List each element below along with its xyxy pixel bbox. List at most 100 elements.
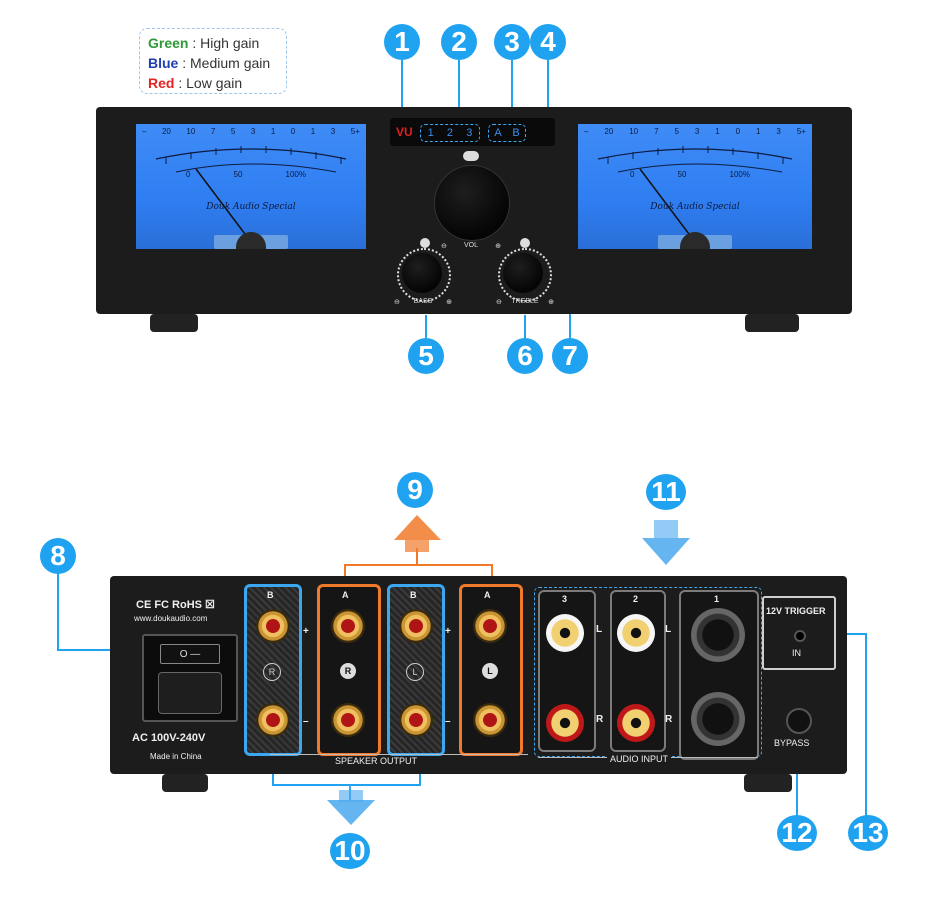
- trigger-label: 12V TRIGGER: [766, 606, 826, 616]
- plus-mark: +: [303, 626, 309, 637]
- power-inlet-module: O —: [142, 634, 238, 722]
- volume-knob[interactable]: [434, 165, 510, 241]
- front-foot-left: [150, 314, 198, 332]
- binding-post-positive[interactable]: [331, 609, 365, 643]
- speaker-a-left-group: A L: [459, 584, 523, 756]
- callout-4: 4: [530, 24, 566, 60]
- callout-1: 1: [384, 24, 420, 60]
- legend-item-blue: Blue : Medium gain: [148, 55, 271, 71]
- callout-8: 8: [40, 538, 76, 574]
- bass-mode-icon: [420, 238, 430, 248]
- speaker-label: A: [484, 590, 491, 600]
- rca-input-3-left[interactable]: [546, 614, 584, 652]
- meter-needle-base: [680, 232, 710, 249]
- binding-post-positive[interactable]: [399, 609, 433, 643]
- callout-12: 12: [777, 815, 817, 851]
- audio-input-label: AUDIO INPUT: [607, 754, 672, 764]
- meter-needle-base: [236, 232, 266, 249]
- legend-item-green: Green : High gain: [148, 35, 260, 51]
- iec-socket[interactable]: [158, 672, 222, 714]
- callout-13: 13: [848, 815, 888, 851]
- input-1-box: 1: [679, 590, 759, 760]
- callout-5: 5: [408, 338, 444, 374]
- input-3-box: 3: [538, 590, 596, 752]
- binding-post-negative[interactable]: [473, 703, 507, 737]
- callout-11: 11: [646, 474, 686, 510]
- channel-mark: L: [406, 663, 424, 681]
- xlr-input-left[interactable]: [691, 608, 745, 662]
- input-2-box: 2: [610, 590, 666, 752]
- speaker-b-left-group: B L: [387, 584, 445, 756]
- callout-10: 10: [330, 833, 370, 869]
- bass-knob[interactable]: [402, 253, 442, 293]
- channel-l-label: L: [665, 624, 672, 635]
- front-foot-right: [745, 314, 799, 332]
- channel-r-label: R: [596, 714, 604, 725]
- binding-post-positive[interactable]: [473, 609, 507, 643]
- treble-knob[interactable]: [503, 253, 543, 293]
- legend-item-red: Red : Low gain: [148, 75, 243, 91]
- rear-panel: CE FC RoHS ☒ www.doukaudio.com O — AC 10…: [110, 576, 847, 774]
- gain-legend: Green : High gain Blue : Medium gain Red…: [139, 28, 287, 94]
- minus-mark: –: [445, 716, 451, 727]
- speaker-label: A: [342, 590, 349, 600]
- xlr-input-right[interactable]: [691, 692, 745, 746]
- treble-mode-icon: [520, 238, 530, 248]
- channel-r-label: R: [665, 714, 673, 725]
- bypass-button[interactable]: [786, 708, 812, 734]
- meter-brand: Douk Audio Special: [650, 202, 740, 212]
- vu-indicator: VU: [396, 125, 413, 139]
- input-number: 1: [714, 594, 720, 604]
- input-number: 3: [562, 594, 568, 604]
- minus-mark: –: [303, 716, 309, 727]
- callout-2: 2: [441, 24, 477, 60]
- bass-scale-dots: [397, 248, 451, 302]
- binding-post-negative[interactable]: [399, 703, 433, 737]
- speaker-label: B: [267, 590, 274, 600]
- channel-mark: R: [263, 663, 281, 681]
- website-label: www.doukaudio.com: [134, 614, 208, 623]
- plus-mark: +: [445, 626, 451, 637]
- callout-3: 3: [494, 24, 530, 60]
- rca-input-2-right[interactable]: [617, 704, 655, 742]
- treble-scale-dots: [498, 248, 552, 302]
- channel-mark: R: [340, 663, 356, 679]
- vol-mode-icon: [463, 151, 479, 161]
- speaker-output-label: SPEAKER OUTPUT: [332, 756, 421, 766]
- speaker-a-right-group: A R: [317, 584, 381, 756]
- binding-post-negative[interactable]: [256, 703, 290, 737]
- made-in-label: Made in China: [150, 752, 202, 761]
- cert-marks: CE FC RoHS ☒: [136, 599, 215, 611]
- binding-post-negative[interactable]: [331, 703, 365, 737]
- channel-l-label: L: [596, 624, 603, 635]
- ac-voltage-label: AC 100V-240V: [132, 732, 206, 744]
- callout-6: 6: [507, 338, 543, 374]
- binding-post-positive[interactable]: [256, 609, 290, 643]
- rear-foot-left: [162, 774, 208, 792]
- speaker-output-rule: [270, 754, 528, 755]
- rca-input-3-right[interactable]: [546, 704, 584, 742]
- callout-7: 7: [552, 338, 588, 374]
- rca-input-2-left[interactable]: [617, 614, 655, 652]
- input-number: 2: [633, 594, 639, 604]
- meter-brand: Douk Audio Special: [206, 202, 296, 212]
- callout-9: 9: [397, 472, 433, 508]
- vol-label-row: ⊖VOL⊕: [441, 242, 501, 250]
- power-switch[interactable]: O —: [160, 644, 220, 664]
- channel-mark: L: [482, 663, 498, 679]
- rear-foot-right: [744, 774, 792, 792]
- speaker-b-right-group: B R: [244, 584, 302, 756]
- trigger-box: 12V TRIGGER IN: [762, 596, 836, 670]
- trigger-jack[interactable]: [794, 630, 806, 642]
- treble-label-row: ⊖TREBLE⊕: [496, 298, 554, 306]
